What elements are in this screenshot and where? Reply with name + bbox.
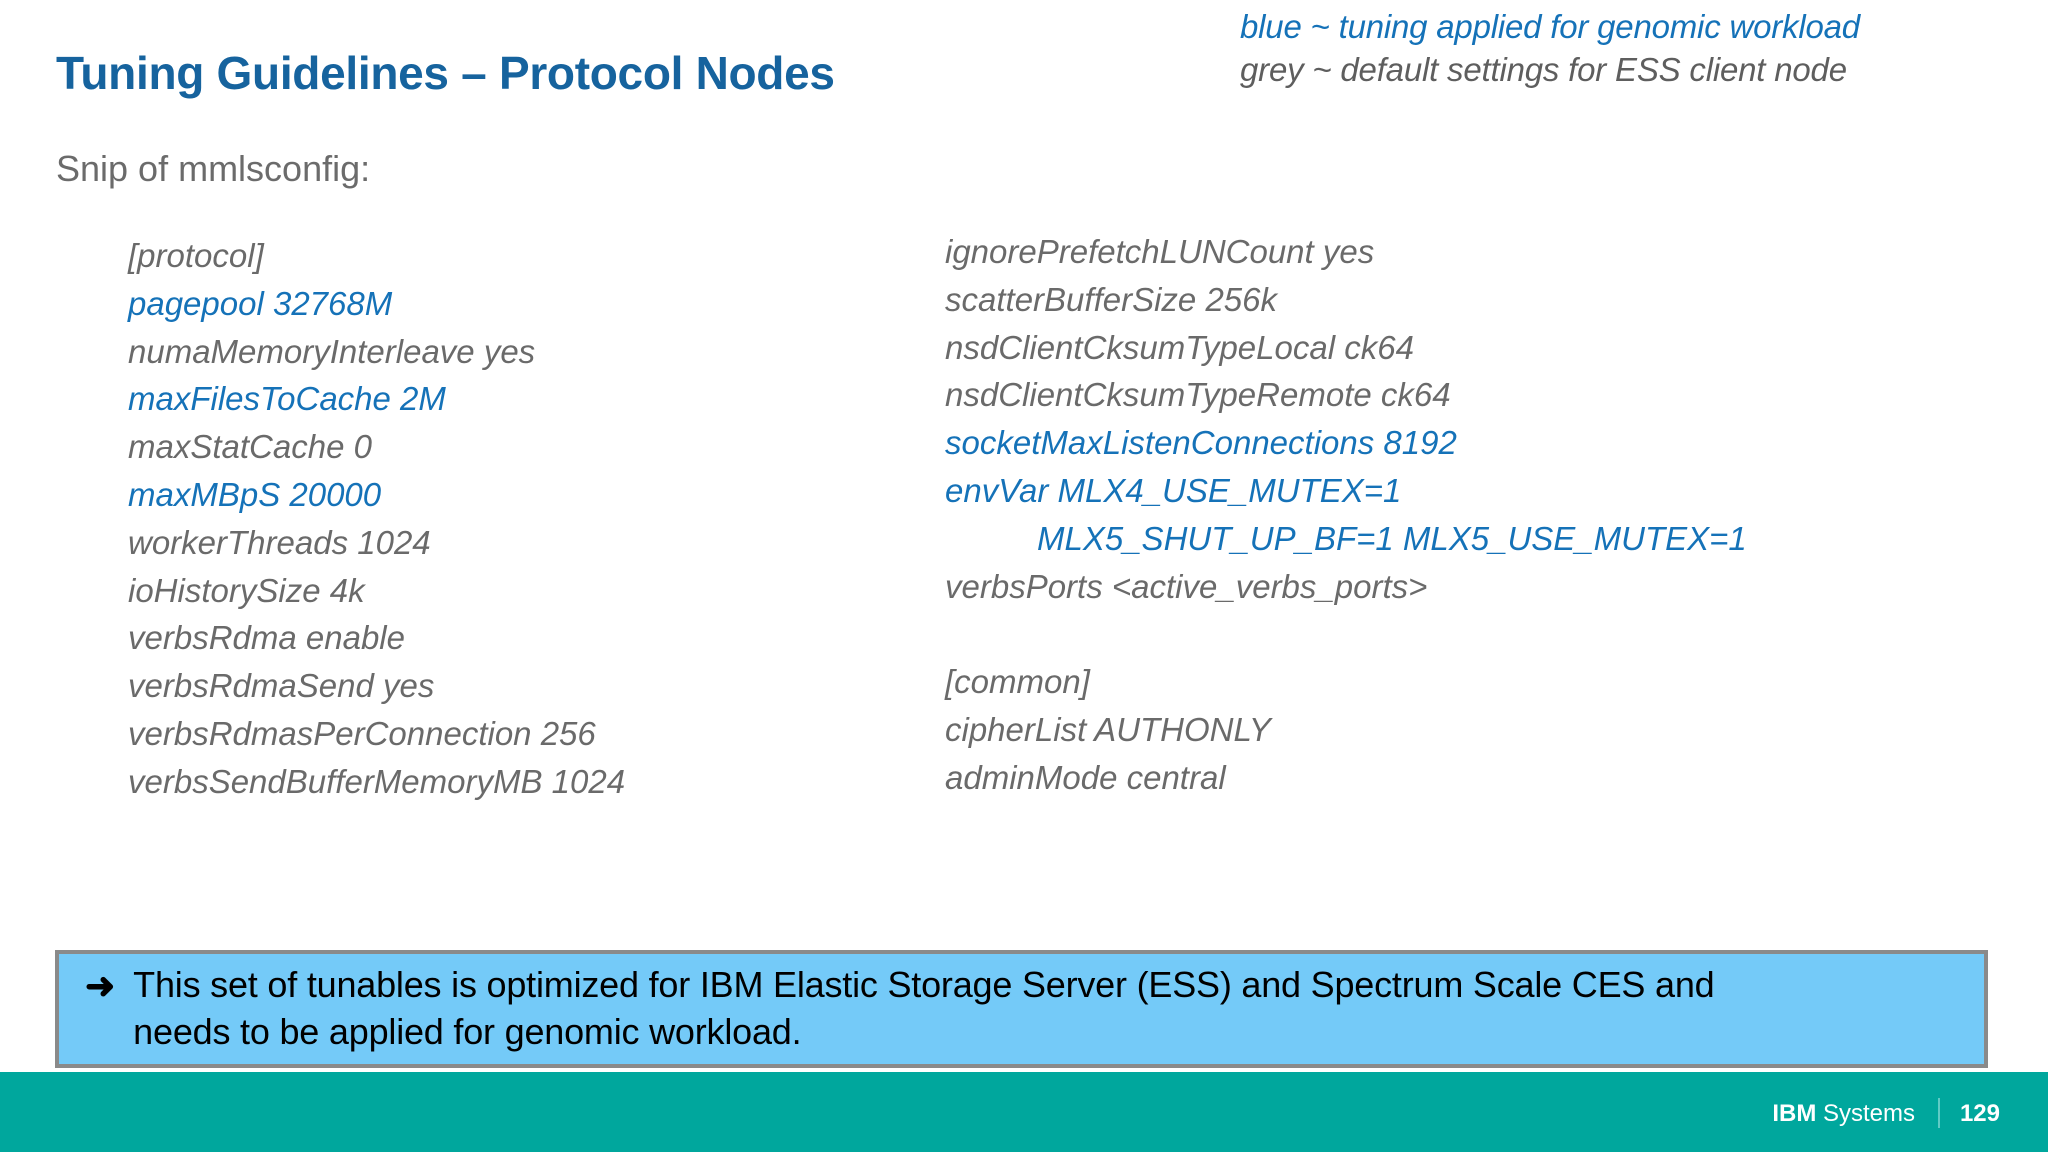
config-line-right-8 <box>945 610 1747 658</box>
footer-divider <box>1938 1098 1940 1128</box>
page-number: 129 <box>1959 1100 2000 1127</box>
callout-line-1: This set of tunables is optimized for IB… <box>133 964 1715 1006</box>
systems-wordmark: Systems <box>1816 1100 1915 1127</box>
color-legend: blue ~ tuning applied for genomic worklo… <box>1240 6 2030 92</box>
config-line-left-10: verbsRdmasPerConnection 256 <box>128 714 596 752</box>
config-line-left-0: [protocol] <box>128 237 264 274</box>
config-line-left-7: ioHistorySize 4k <box>128 571 365 609</box>
arrow-right-icon: ➜ <box>85 965 116 1006</box>
config-line-left-2: numaMemoryInterleave yes <box>128 332 536 370</box>
config-line-left-1: pagepool 32768M <box>128 284 393 322</box>
config-line-right-4: socketMaxListenConnections 8192 <box>945 424 1457 462</box>
config-line-right-7: verbsPorts <active_verbs_ports> <box>945 567 1428 605</box>
ibm-wordmark: IBM <box>1772 1100 1817 1127</box>
callout-line-2: needs to be applied for genomic workload… <box>133 1011 802 1052</box>
page-title: Tuning Guidelines – Protocol Nodes <box>56 47 835 99</box>
config-line-right-10: cipherList AUTHONLY <box>945 710 1271 748</box>
legend-blue-line: blue ~ tuning applied for genomic worklo… <box>1240 8 1860 45</box>
config-line-right-3: nsdClientCksumTypeRemote ck64 <box>945 376 1451 414</box>
config-line-right-6: MLX5_SHUT_UP_BF=1 MLX5_USE_MUTEX=1 <box>1037 519 1747 557</box>
config-line-right-0: ignorePrefetchLUNCount yes <box>945 233 1375 270</box>
config-line-left-11: verbsSendBufferMemoryMB 1024 <box>128 762 626 800</box>
legend-grey-line: grey ~ default settings for ESS client n… <box>1240 50 1847 88</box>
callout-box: ➜ This set of tunables is optimized for … <box>55 950 1988 1068</box>
config-line-right-5: envVar MLX4_USE_MUTEX=1 <box>945 471 1402 509</box>
config-line-left-4: maxStatCache 0 <box>128 428 372 466</box>
ibm-systems-logo: IBM Systems <box>1772 1100 1915 1128</box>
config-column-left: [protocol] pagepool 32768M numaMemoryInter… <box>128 232 625 806</box>
config-line-left-5: maxMBpS 20000 <box>128 475 382 513</box>
config-line-right-9: [common] <box>945 663 1090 701</box>
config-line-left-6: workerThreads 1024 <box>128 523 431 561</box>
config-line-right-1: scatterBufferSize 256k <box>945 280 1277 318</box>
footer-bar: IBM Systems 129 <box>0 1072 2048 1152</box>
config-column-right: ignorePrefetchLUNCount yes scatterBufferS… <box>945 228 1747 802</box>
config-line-right-2: nsdClientCksumTypeLocal ck64 <box>945 328 1414 366</box>
config-line-left-3: maxFilesToCache 2M <box>128 380 446 418</box>
callout-text: This set of tunables is optimized for IB… <box>133 962 1715 1056</box>
config-line-left-8: verbsRdma enable <box>128 619 405 657</box>
config-line-right-11: adminMode central <box>945 758 1226 796</box>
config-line-left-9: verbsRdmaSend yes <box>128 667 435 705</box>
subtitle: Snip of mmlsconfig: <box>56 148 371 189</box>
